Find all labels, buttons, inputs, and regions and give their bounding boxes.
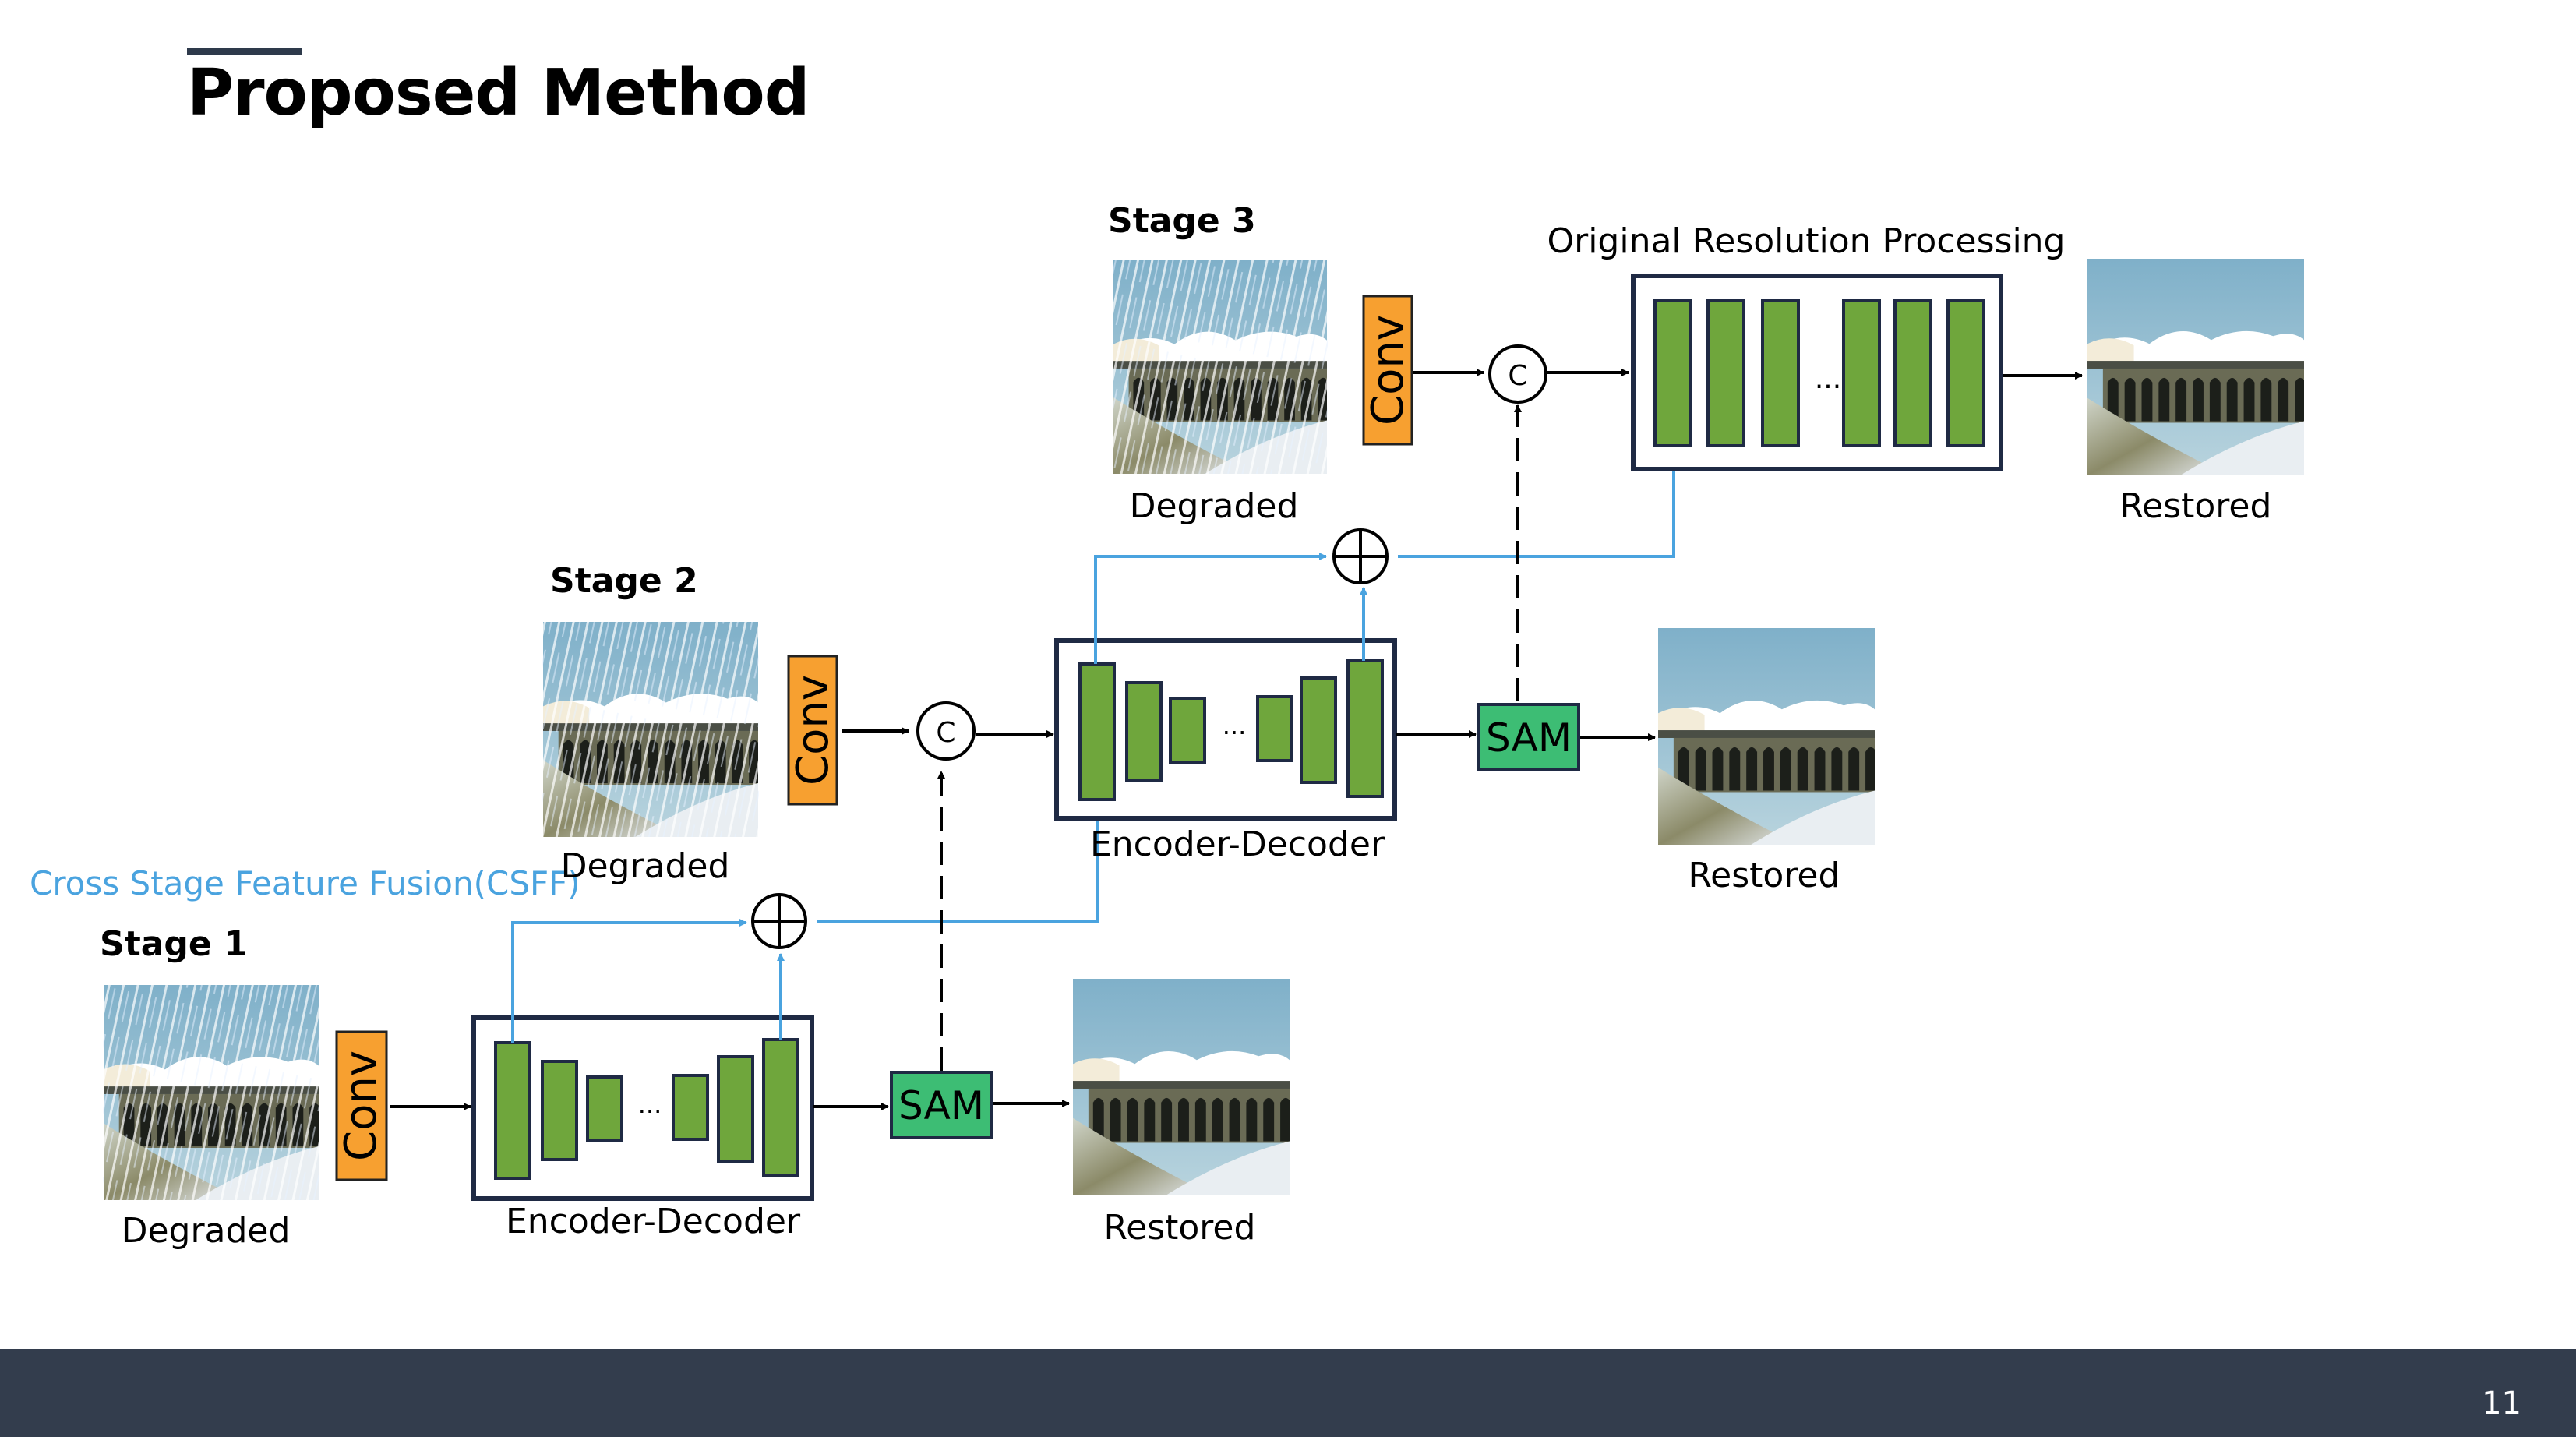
stage3-input-caption: Degraded <box>1130 486 1299 526</box>
stage3-ellipsis: ... <box>1815 363 1841 395</box>
stage2-conv: Conv <box>787 655 838 806</box>
stage3-concat-symbol: C <box>1508 360 1527 392</box>
stage2-concat-symbol: C <box>936 717 955 749</box>
stage2-csff-add <box>1332 528 1389 584</box>
footer-bar <box>0 1349 2576 1437</box>
stage3-conv: Conv <box>1362 295 1413 446</box>
stage1-sam: SAM <box>890 1071 993 1139</box>
stage3-orp-block: ... <box>1631 274 2003 471</box>
stage1-input-caption: Degraded <box>122 1211 291 1251</box>
stage1-csff-add <box>751 893 807 949</box>
stage1-encoder-decoder: ... <box>471 1015 814 1201</box>
title-accent-bar <box>187 48 302 55</box>
stage3-block-caption: Original Resolution Processing <box>1547 221 2065 261</box>
page-number: 11 <box>2482 1386 2521 1421</box>
stage1-ellipsis: ... <box>638 1089 662 1119</box>
stage1-sam-label: SAM <box>898 1083 984 1128</box>
stage3-concat: C <box>1488 344 1547 404</box>
stage1-conv-label: Conv <box>336 1050 386 1161</box>
stage1-output-caption: Restored <box>1104 1208 1256 1248</box>
stage2-sam-label: SAM <box>1486 715 1572 761</box>
csff-label: Cross Stage Feature Fusion(CSFF) <box>30 864 580 902</box>
stage3-conv-label: Conv <box>1363 315 1413 425</box>
slide-title: Proposed Method <box>187 56 810 130</box>
stage2-concat: C <box>916 701 976 761</box>
stage2-block-caption: Encoder-Decoder <box>1090 824 1385 864</box>
stage1-output-image <box>1073 979 1290 1195</box>
stage1-label: Stage 1 <box>100 924 248 964</box>
stage3-output-image <box>2087 259 2304 475</box>
stage3-output-caption: Restored <box>2120 486 2272 526</box>
stage2-input-caption: Degraded <box>561 846 730 886</box>
stage1-input-image <box>103 985 319 1200</box>
stage1-conv: Conv <box>335 1030 388 1181</box>
stage2-conv-label: Conv <box>788 675 838 786</box>
stage1-block-caption: Encoder-Decoder <box>506 1202 801 1241</box>
stage2-output-image <box>1658 628 1875 845</box>
stage2-output-caption: Restored <box>1689 856 1840 895</box>
stage3-label: Stage 3 <box>1108 201 1256 241</box>
method-diagram: Stage 1 Degraded Conv ... Encoder-Decode… <box>30 201 2304 1251</box>
stage2-ellipsis: ... <box>1223 711 1247 740</box>
stage2-sam: SAM <box>1477 703 1580 771</box>
stage3-input-image <box>1113 260 1328 474</box>
stage2-input-image <box>542 622 759 837</box>
stage2-encoder-decoder: ... <box>1054 638 1397 821</box>
stage2-label: Stage 2 <box>550 561 698 601</box>
